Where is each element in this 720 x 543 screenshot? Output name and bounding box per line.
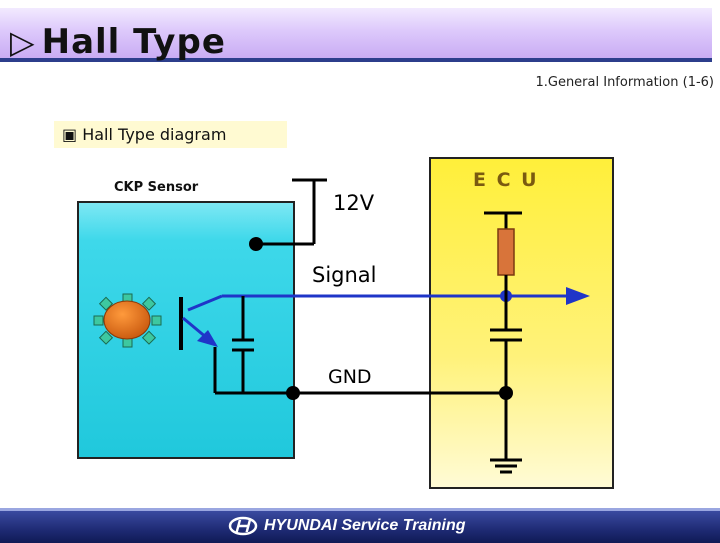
voltage-label: 12V [333, 191, 375, 215]
supply-12v-line [249, 178, 327, 251]
ecu-box [429, 157, 614, 489]
ecu-circuit [484, 211, 522, 474]
ground-symbol-icon [490, 458, 522, 474]
subtitle-box: ▣ Hall Type diagram [54, 121, 287, 148]
footer-text: HYUNDAI Service Training [264, 517, 466, 534]
rotor-icon [93, 293, 162, 348]
page-title: ▷Hall Type [10, 22, 226, 62]
footer-bar: HYUNDAI Service Training [0, 508, 720, 543]
hall-transistor [179, 297, 218, 393]
signal-arrow-icon [566, 287, 590, 305]
signal-line [187, 287, 590, 312]
ecu-label: E C U [473, 169, 539, 191]
ground-label: GND [328, 366, 372, 388]
footer-brand: HYUNDAI Service Training [228, 516, 466, 536]
signal-label: Signal [312, 263, 377, 287]
emitter-arrow-icon [197, 330, 218, 347]
pull-up-resistor [497, 228, 515, 276]
ground-line [215, 386, 513, 400]
page-reference: 1.General Information (1-6) [535, 75, 714, 90]
subtitle: ▣ Hall Type diagram [62, 125, 227, 144]
triangle-right-icon: ▷ [10, 23, 36, 61]
hyundai-logo-icon [228, 516, 258, 536]
sensor-label: CKP Sensor [114, 180, 199, 195]
square-bullet-icon: ▣ [62, 125, 78, 144]
sensor-capacitor [232, 296, 254, 393]
title-bar: ▷Hall Type [0, 8, 712, 62]
